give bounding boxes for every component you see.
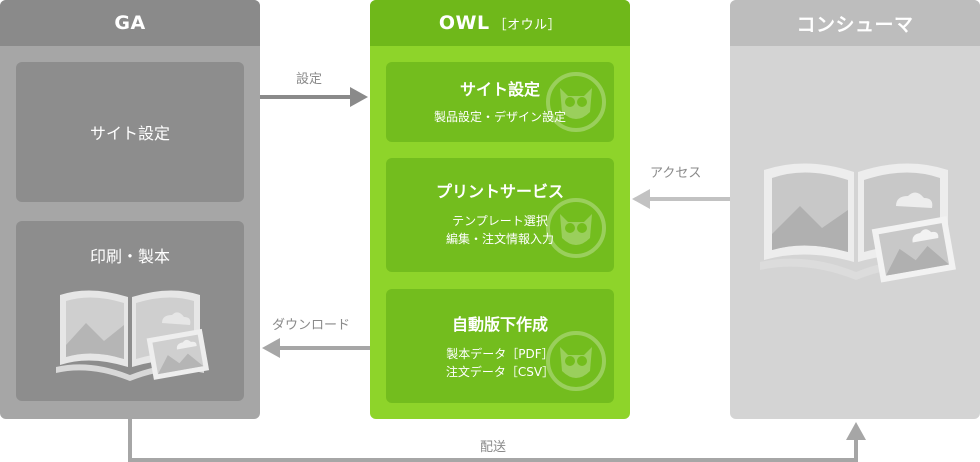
owl-box-line: 製本データ［PDF］ [446,347,554,361]
ga-site-setting-label: サイト設定 [89,124,170,143]
owl-auto-prepress-box: 自動版下作成 製本データ［PDF］ 注文データ［CSV］ [386,289,614,403]
owl-icon [546,198,606,258]
owl-icon [546,331,606,391]
consumer-header: コンシューマ [730,0,980,46]
open-book-icon [760,163,956,283]
owl-box-line: テンプレート選択 [452,214,548,228]
owl-column: OWL ［オウル］ サイト設定 製品設定・デザイン設定 プリントサービス テンプ… [370,0,630,419]
consumer-title: コンシューマ [796,13,914,36]
owl-box-title: サイト設定 [459,80,540,99]
setting-arrow-label: 設定 [296,72,323,87]
consumer-column: コンシューマ [730,0,980,419]
ga-header: GA [0,0,260,46]
ga-print-binding-label: 印刷・製本 [89,247,170,266]
owl-header: OWL ［オウル］ [370,0,630,46]
download-arrow-label: ダウンロード [272,318,351,333]
arrow-left-icon [632,189,730,209]
delivery-arrow-label: 配送 [480,440,507,455]
owl-print-service-box: プリントサービス テンプレート選択 編集・注文情報入力 [386,158,614,272]
owl-box-line: 編集・注文情報入力 [445,232,554,246]
ga-site-setting-box: サイト設定 [16,62,244,202]
delivery-connector [128,402,866,462]
owl-box-title: プリントサービス [435,182,564,201]
owl-box-line: 注文データ［CSV］ [445,365,555,379]
ga-title: GA [114,12,146,34]
photo-icon [146,328,210,380]
owl-icon [546,72,606,132]
ga-column: GA サイト設定 印刷・製本 [0,0,260,419]
arrow-left-icon [262,338,386,358]
access-arrow-label: アクセス [650,166,702,181]
open-book-icon [56,290,210,381]
owl-site-setting-box: サイト設定 製品設定・デザイン設定 [386,62,614,142]
owl-title: OWL [438,12,490,34]
ga-print-binding-box: 印刷・製本 [16,221,244,401]
owl-title-suffix: ［オウル］ [493,17,562,33]
owl-box-line: 製品設定・デザイン設定 [433,110,566,124]
arrow-right-icon [244,87,368,107]
owl-box-title: 自動版下作成 [451,315,548,334]
photo-icon [871,216,956,283]
